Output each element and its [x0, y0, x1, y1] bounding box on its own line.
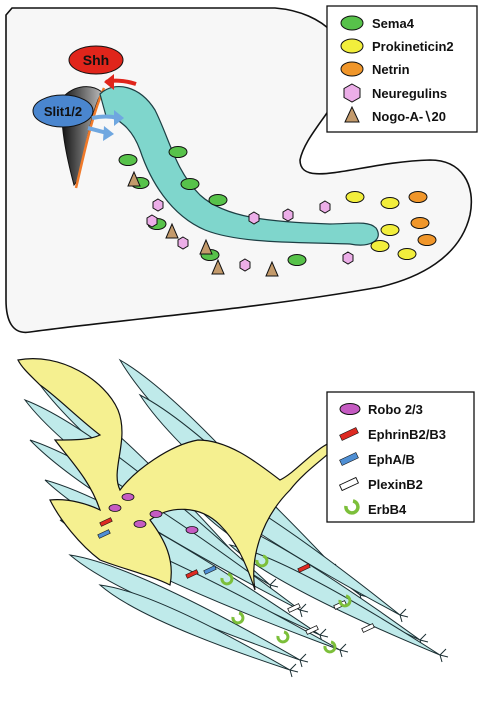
robo-marker [121, 493, 135, 501]
neuregulin-marker [248, 211, 260, 225]
nogo-marker [199, 238, 213, 255]
eph-bar [97, 529, 111, 539]
slit-label: Slit1/2 [44, 104, 82, 119]
neuregulin-marker [342, 251, 354, 265]
cell-process-tip [299, 603, 309, 618]
legend-plexin-label: PlexinB2 [368, 477, 423, 492]
legend-sema4-label: Sema4 [372, 16, 415, 31]
erbb4-marker [276, 630, 290, 644]
brain-section-panel: Shh Slit1/2 [5, 5, 478, 334]
nogo-marker [127, 170, 141, 187]
legend-prokineticin2-swatch [340, 38, 364, 54]
robo-marker [185, 526, 199, 534]
netrin-marker [417, 234, 437, 246]
legend-plexin-swatch [338, 476, 360, 492]
neuregulin-marker [239, 258, 251, 272]
legend-ephrin-label: EphrinB2/B3 [368, 427, 446, 442]
neuregulin-marker [152, 198, 164, 212]
erbb4-marker [220, 572, 234, 586]
plexin-bar [361, 623, 375, 633]
legend-sema4-swatch [340, 15, 364, 31]
ephrin-bar [297, 563, 311, 573]
erbb4-markers [220, 554, 352, 654]
rostral-migratory-stream [99, 85, 379, 246]
legend-nogo-swatch [344, 105, 360, 123]
sema4-marker [118, 154, 138, 166]
prokineticin2-markers [345, 191, 417, 260]
nogo-marker [211, 258, 225, 275]
slit-signal: Slit1/2 [32, 94, 124, 141]
cell-process-tip [299, 653, 309, 668]
eph-bars [97, 529, 217, 575]
plexin-bar [287, 603, 301, 613]
slit-ellipse [32, 94, 94, 128]
prokineticin2-marker [345, 191, 365, 203]
prokineticin2-marker [380, 197, 400, 209]
legend-eph-label: EphA/B [368, 452, 415, 467]
neuregulin-marker [282, 208, 294, 222]
sema4-marker [208, 194, 228, 206]
netrin-marker [410, 217, 430, 229]
legend-netrin-swatch [340, 61, 364, 77]
cell-process-tip [339, 643, 349, 658]
cell-process-tip [289, 663, 299, 678]
top-legend: Sema4 Prokineticin2 Netrin Neuregulins N… [326, 5, 478, 133]
cell-chains-panel: Robo 2/3 EphrinB2/B3 EphA/B PlexinB2 Erb… [17, 358, 475, 678]
legend-robo-swatch [339, 403, 361, 415]
shh-arrow-head [104, 74, 114, 90]
legend-neuregulins-swatch [343, 83, 361, 103]
top-markers [118, 146, 437, 277]
legend-nogo-label: Nogo-A-∖20 [372, 109, 446, 124]
legend-prokineticin2-label: Prokineticin2 [372, 39, 454, 54]
glial-tube [17, 358, 347, 591]
robo-marker [133, 520, 147, 528]
slit-arrow-1-head [114, 110, 124, 126]
neuregulin-marker [319, 200, 331, 214]
ephrin-bar [185, 569, 199, 579]
shh-label: Shh [83, 52, 109, 68]
neuregulin-markers [146, 198, 354, 272]
netrin-marker [408, 191, 428, 203]
prokineticin2-marker [370, 240, 390, 252]
prokineticin2-marker [380, 224, 400, 236]
sema4-marker [180, 178, 200, 190]
neuregulin-marker [146, 214, 158, 228]
eph-bar [203, 565, 217, 575]
erbb4-marker [255, 554, 269, 568]
ephrin-bars [99, 517, 311, 579]
shh-signal: Shh [68, 45, 137, 90]
erbb4-marker [323, 640, 337, 654]
cell-process-tip [399, 608, 409, 623]
neuregulin-marker [177, 236, 189, 250]
legend-erbb4-swatch [344, 499, 360, 515]
nogo-marker [165, 222, 179, 239]
shh-ellipse [68, 45, 124, 75]
legend-robo-label: Robo 2/3 [368, 402, 423, 417]
sema4-marker [168, 146, 188, 158]
legend-neuregulins-label: Neuregulins [372, 86, 447, 101]
robo-marker [149, 510, 163, 518]
nogo-marker [265, 260, 279, 277]
cell-process-tip [439, 648, 449, 663]
erbb4-marker [231, 611, 245, 625]
plexin-bars [287, 600, 375, 635]
sema4-marker [287, 254, 307, 266]
plexin-bar [305, 625, 319, 635]
robo-markers [108, 493, 199, 534]
nogo-markers [127, 170, 279, 277]
prokineticin2-marker [397, 248, 417, 260]
legend-eph-swatch [339, 452, 359, 466]
erbb4-marker [338, 594, 352, 608]
legend-ephrin-swatch [339, 427, 359, 441]
legend-erbb4-label: ErbB4 [368, 502, 407, 517]
ephrin-bar [99, 517, 113, 527]
slit-arrow-2-head [103, 126, 114, 141]
legend-netrin-label: Netrin [372, 62, 410, 77]
bottom-legend: Robo 2/3 EphrinB2/B3 EphA/B PlexinB2 Erb… [326, 391, 475, 523]
netrin-markers [408, 191, 437, 246]
robo-marker [108, 504, 122, 512]
